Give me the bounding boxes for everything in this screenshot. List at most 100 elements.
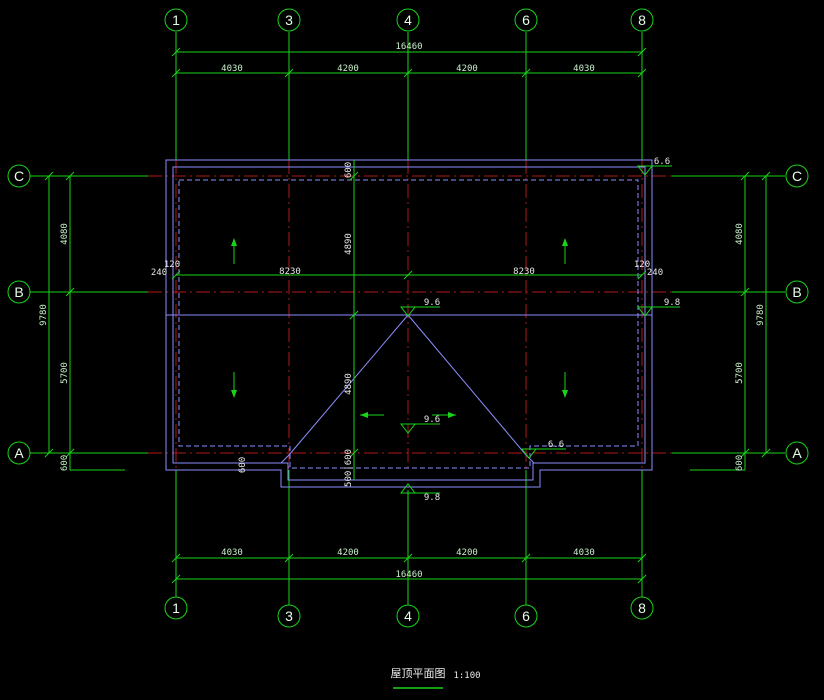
grid-label-right-A: A: [792, 445, 802, 461]
grid-bubbles-bottom: 1 3 4 6 8: [164, 596, 654, 628]
svg-text:6.6: 6.6: [548, 440, 564, 450]
elevation-porch-right: 6.6: [520, 440, 566, 459]
dim-center-lower: 4890: [344, 373, 354, 395]
arrow-up-left-icon: [231, 238, 237, 264]
drawing-title: 屋顶平面图: [391, 667, 446, 680]
dim-bottom-6-8: 4030: [573, 548, 595, 558]
grid-bubbles-right: C B A: [785, 164, 809, 465]
dim-top-1-3: 4030: [221, 64, 243, 74]
dim-left-total: 9780: [39, 304, 49, 326]
dim-left-upper: 4080: [60, 223, 70, 245]
hip-left: [288, 314, 409, 456]
arrow-left-icon: [360, 412, 384, 418]
hip-left-tail: [280, 454, 290, 464]
grid-bubbles-top: 1 3 4 6 8: [164, 8, 654, 32]
drawing-scale: 1:100: [453, 671, 480, 681]
grid-bubble-bottom-4: [396, 604, 420, 628]
grid-label-top-4: 4: [404, 12, 412, 28]
svg-text:9.6: 9.6: [424, 415, 440, 425]
dim-inner-right: 8230: [513, 267, 535, 277]
grid-bubble-left-C: [7, 164, 31, 188]
dim-right-offset: 600: [735, 455, 745, 471]
slope-arrows: [231, 238, 568, 418]
elevation-porch-bottom: 9.8: [399, 483, 440, 503]
svg-text:6.6: 6.6: [654, 157, 670, 167]
grid-bubble-left-B: [7, 280, 31, 304]
roof-outline: [165, 159, 653, 488]
svg-text:9.8: 9.8: [664, 298, 680, 308]
dim-porch-offset: 600: [238, 457, 248, 473]
elevation-ridge-center: 9.6: [399, 298, 440, 317]
roof-outer-edge: [165, 159, 653, 488]
dim-right-lower: 5700: [735, 362, 745, 384]
grid-label-top-3: 3: [285, 12, 293, 28]
hip-right: [407, 314, 527, 456]
grid-bubble-right-C: [785, 164, 809, 188]
elevation-markers: 6.6 9.6 9.8 9.6 6.6 9.8: [399, 157, 680, 503]
grid-label-top-8: 8: [638, 12, 646, 28]
grid-label-left-C: C: [14, 168, 24, 184]
elevation-top-right: 6.6: [636, 157, 672, 176]
dim-center-bottom: 500|600: [344, 449, 354, 487]
dim-bottom-1-3: 4030: [221, 548, 243, 558]
dim-top-3-4: 4200: [337, 64, 359, 74]
grid-bubble-bottom-1: [164, 596, 188, 620]
grid-bubble-bottom-6: [514, 604, 538, 628]
svg-text:9.8: 9.8: [424, 493, 440, 503]
grid-bubble-right-B: [785, 280, 809, 304]
dim-center-upper: 4890: [344, 233, 354, 255]
dim-right-total: 9780: [756, 304, 766, 326]
dim-bottom-total: 16460: [395, 570, 422, 580]
grid-label-left-B: B: [14, 284, 23, 300]
grid-label-bottom-8: 8: [638, 600, 646, 616]
grid-bubble-bottom-3: [277, 604, 301, 628]
svg-text:9.6: 9.6: [424, 298, 440, 308]
interior-dimensions: 8230 8230 240 120 120 240 600 4890 4890 …: [151, 160, 663, 487]
grid-label-bottom-6: 6: [522, 608, 530, 624]
dim-left-offset: 600: [60, 455, 70, 471]
dim-inner-left: 8230: [279, 267, 301, 277]
dim-wall-left-inner: 120: [164, 260, 180, 270]
dim-top-total: 16460: [395, 42, 422, 52]
elevation-ridge-right: 9.8: [636, 298, 680, 317]
dim-top-6-8: 4030: [573, 64, 595, 74]
grid-label-bottom-1: 1: [172, 600, 180, 616]
grid-label-right-C: C: [792, 168, 802, 184]
grid-bubble-right-A: [785, 441, 809, 465]
dim-wall-left-outer: 240: [151, 268, 167, 278]
grid-label-bottom-3: 3: [285, 608, 293, 624]
bottom-dimensions: 4030 4200 4200 4030 16460: [171, 548, 647, 584]
grid-bubble-top-8: [630, 8, 654, 32]
dim-wall-right-outer: 240: [647, 268, 663, 278]
grid-bubble-top-3: [277, 8, 301, 32]
top-dimensions: 16460 4030 4200 4200 4030: [171, 42, 647, 78]
grid-label-right-B: B: [792, 284, 801, 300]
gutter-line: [178, 179, 639, 469]
arrow-up-right-icon: [562, 238, 568, 264]
dim-bottom-4-6: 4200: [456, 548, 478, 558]
roof-inner-edge: [172, 166, 646, 481]
grid-bubble-top-6: [514, 8, 538, 32]
grid-bubbles-left: C B A: [7, 164, 31, 465]
arrow-right-icon: [432, 412, 456, 418]
dim-bottom-3-4: 4200: [337, 548, 359, 558]
dim-center-top: 600: [344, 162, 354, 178]
grid-label-bottom-4: 4: [404, 608, 412, 624]
arrow-down-left-icon: [231, 372, 237, 398]
left-dimensions: 9780 4080 5700 600: [39, 171, 125, 471]
grid-extension-lines: [30, 32, 785, 605]
grid-label-top-6: 6: [522, 12, 530, 28]
dim-right-upper: 4080: [735, 223, 745, 245]
grid-bubble-left-A: [7, 441, 31, 465]
arrow-down-right-icon: [562, 372, 568, 398]
grid-label-top-1: 1: [172, 12, 180, 28]
grid-bubble-bottom-8: [630, 596, 654, 620]
elevation-center-lower: 9.6: [399, 415, 440, 434]
dim-top-4-6: 4200: [456, 64, 478, 74]
grid-bubble-top-1: [164, 8, 188, 32]
right-dimensions: 4080 5700 600 9780: [690, 171, 771, 471]
dim-left-lower: 5700: [60, 362, 70, 384]
drawing-title-block: 屋顶平面图 1:100: [391, 667, 481, 689]
